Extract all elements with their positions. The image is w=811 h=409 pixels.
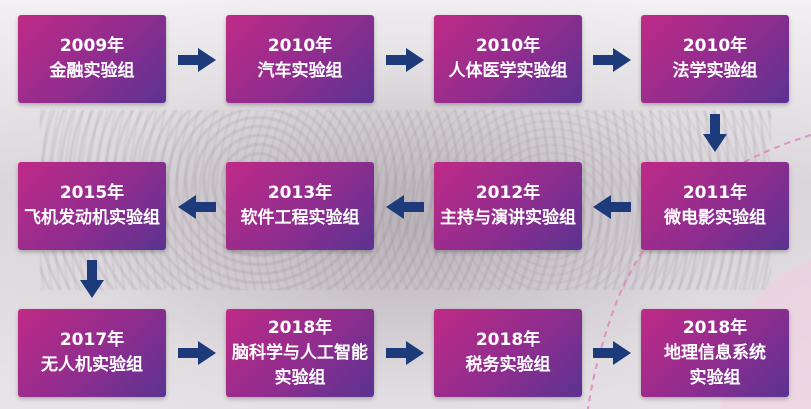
step-name-line2: 实验组 (689, 367, 741, 388)
arrow-left-icon (386, 195, 424, 219)
step-name: 金融实验组 (49, 61, 135, 81)
arrow-right-icon (593, 48, 631, 72)
step-year: 2018年 (475, 330, 541, 350)
step-box-2018-gis: 2018年 地理信息系统 实验组 (641, 309, 789, 397)
arrow-right-icon (178, 341, 216, 365)
arrow-left-icon (593, 195, 631, 219)
step-box-2011-microfilm: 2011年 微电影实验组 (641, 162, 789, 250)
step-year: 2018年 (267, 317, 333, 338)
step-year: 2013年 (267, 183, 333, 203)
step-box-2010-automotive: 2010年 汽车实验组 (226, 15, 374, 103)
step-year: 2010年 (682, 36, 748, 56)
step-box-2010-medical: 2010年 人体医学实验组 (434, 15, 582, 103)
step-box-2015-aircraft-engine: 2015年 飞机发动机实验组 (18, 162, 166, 250)
step-year: 2017年 (59, 330, 125, 350)
arrow-right-icon (593, 341, 631, 365)
arrow-down-icon (703, 114, 727, 152)
step-name: 主持与演讲实验组 (440, 208, 576, 228)
arrow-left-icon (178, 195, 216, 219)
step-box-2013-software: 2013年 软件工程实验组 (226, 162, 374, 250)
step-box-2018-tax: 2018年 税务实验组 (434, 309, 582, 397)
step-box-2017-drone: 2017年 无人机实验组 (18, 309, 166, 397)
step-year: 2010年 (267, 36, 333, 56)
step-name: 微电影实验组 (664, 208, 766, 228)
step-name-line2: 实验组 (274, 367, 326, 388)
arrow-right-icon (178, 48, 216, 72)
step-year: 2012年 (475, 183, 541, 203)
step-year: 2015年 (59, 183, 125, 203)
arrow-right-icon (386, 48, 424, 72)
step-name: 地理信息系统 (664, 342, 766, 363)
step-name: 法学实验组 (672, 61, 758, 81)
step-name: 税务实验组 (465, 355, 551, 375)
step-name: 脑科学与人工智能 (232, 342, 368, 363)
step-name: 无人机实验组 (41, 355, 143, 375)
step-box-2009-finance: 2009年 金融实验组 (18, 15, 166, 103)
step-box-2012-hosting: 2012年 主持与演讲实验组 (434, 162, 582, 250)
step-name: 汽车实验组 (257, 61, 343, 81)
arrow-right-icon (386, 341, 424, 365)
step-year: 2010年 (475, 36, 541, 56)
step-name: 人体医学实验组 (448, 61, 568, 81)
step-year: 2011年 (682, 183, 748, 203)
arrow-down-icon (80, 260, 104, 298)
step-name: 飞机发动机实验组 (24, 208, 160, 228)
step-year: 2009年 (59, 36, 125, 56)
step-box-2010-law: 2010年 法学实验组 (641, 15, 789, 103)
step-box-2018-brain-ai: 2018年 脑科学与人工智能 实验组 (226, 309, 374, 397)
step-name: 软件工程实验组 (240, 208, 360, 228)
step-year: 2018年 (682, 317, 748, 338)
